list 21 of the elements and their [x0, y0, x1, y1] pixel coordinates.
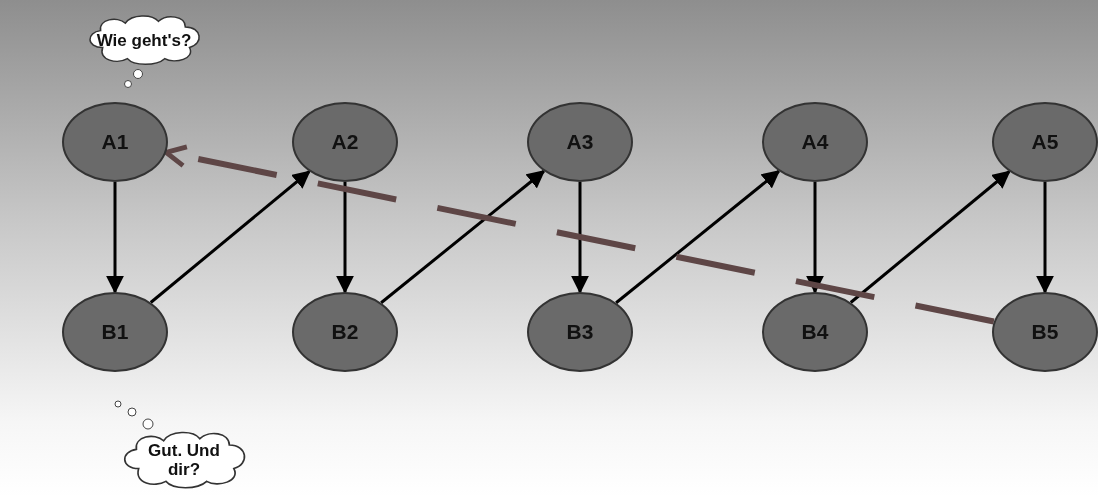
- node-label: B1: [101, 319, 129, 346]
- arrow: [806, 182, 824, 294]
- arrow: [380, 170, 546, 304]
- node-label: B3: [566, 319, 594, 346]
- node-label: B4: [801, 319, 829, 346]
- arrow: [615, 170, 781, 304]
- node-label: A4: [801, 129, 829, 156]
- arrow: [1036, 182, 1054, 294]
- node-label: A1: [101, 129, 129, 156]
- node-label: B2: [331, 319, 359, 346]
- arrow: [106, 182, 124, 294]
- bubble-text: Wie geht's?: [96, 30, 192, 50]
- arrow: [336, 182, 354, 294]
- arrow: [149, 170, 311, 304]
- node-label: B5: [1031, 319, 1059, 346]
- bubble-text: Gut. Und dir?: [147, 441, 221, 479]
- node-label: A5: [1031, 129, 1059, 156]
- arrow: [849, 170, 1011, 304]
- node-label: A2: [331, 129, 359, 156]
- node-label: A3: [566, 129, 594, 156]
- arrow: [571, 182, 589, 294]
